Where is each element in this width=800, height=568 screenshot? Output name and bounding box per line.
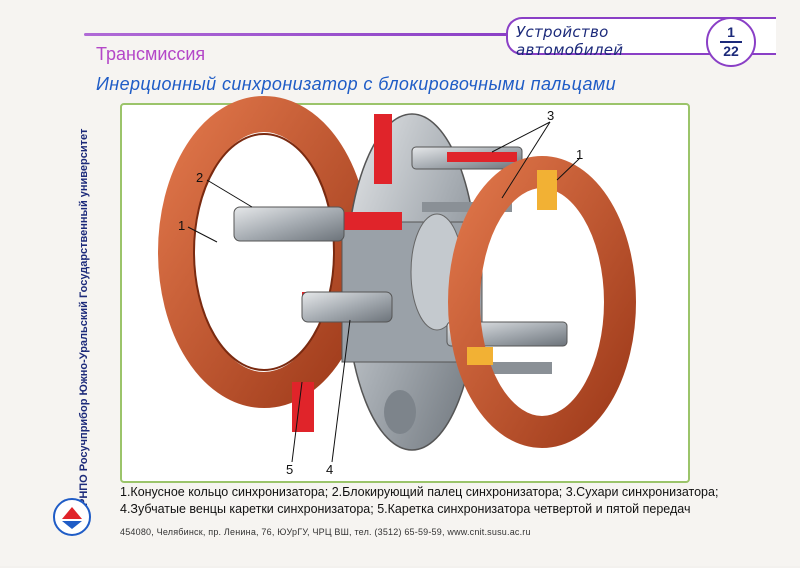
diagram-frame: 3 1 2 1 5 4: [120, 96, 690, 483]
callout-3: 3: [547, 108, 554, 123]
publisher-logo-icon: [53, 498, 91, 536]
header-rule: [84, 33, 514, 36]
legend-line-1: 1.Конусное кольцо синхронизатора; 2.Блок…: [120, 485, 719, 499]
legend-line-2: 4.Зубчатые венцы каретки синхронизатора;…: [120, 502, 691, 516]
side-text: РНПО Росучприбор Южно-Уральский Государс…: [78, 128, 90, 506]
page-number: 1: [727, 24, 735, 40]
cone-ring-right: [448, 156, 636, 448]
section-title: Трансмиссия: [96, 44, 206, 64]
course-title: Устройство автомобилей: [516, 23, 624, 59]
callout-1-left: 1: [178, 218, 185, 233]
diagram-title: Инерционный синхронизатор с блокировочны…: [96, 74, 617, 94]
callout-1-right: 1: [576, 147, 583, 162]
footer-address: 454080, Челябинск, пр. Ленина, 76, ЮУрГУ…: [120, 527, 531, 537]
cone-ring-left: [158, 96, 370, 408]
callout-leaders: [187, 121, 581, 463]
callout-2: 2: [196, 170, 203, 185]
legend-caption: 1.Конусное кольцо синхронизатора; 2.Блок…: [120, 484, 740, 518]
callout-5: 5: [286, 462, 293, 477]
page-total: 22: [720, 41, 742, 59]
side-text-container: РНПО Росучприбор Южно-Уральский Государс…: [66, 126, 90, 506]
callout-4: 4: [326, 462, 333, 477]
page-badge: 1 22: [706, 17, 756, 67]
